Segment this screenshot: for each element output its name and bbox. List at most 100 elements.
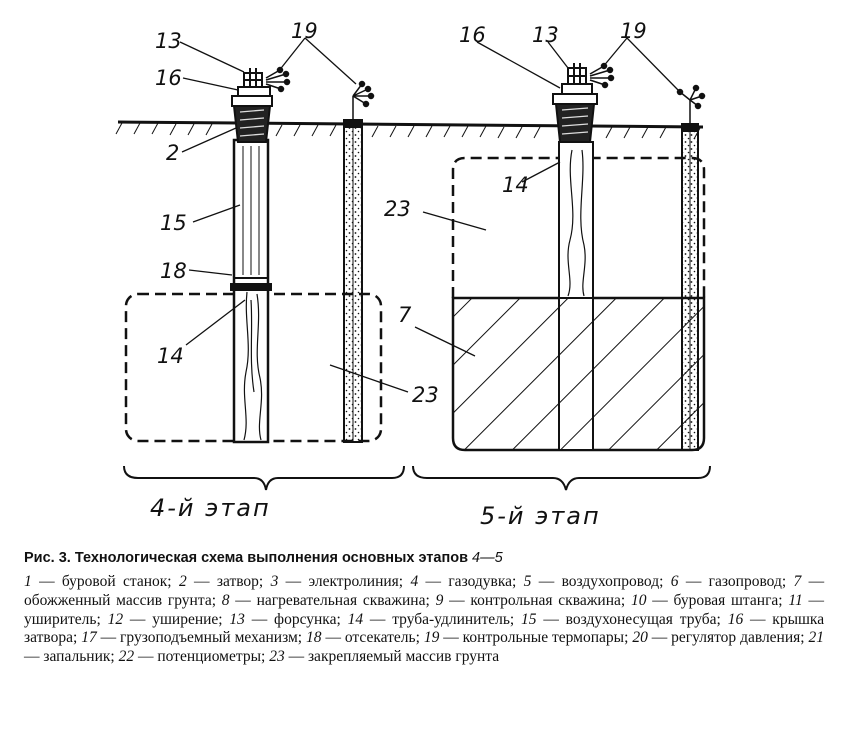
legend-item: 6 — газопровод; xyxy=(670,573,787,590)
stage-4-brace xyxy=(123,465,405,491)
legend-item-text: воздухопровод; xyxy=(561,573,664,590)
legend-item: 20 — регулятор давления; xyxy=(632,629,805,647)
legend-item-text: контрольная скважина; xyxy=(470,591,626,609)
legend-item-number: 10 xyxy=(630,591,647,609)
label-13-nozzle-stage-5: 13 xyxy=(532,23,559,47)
fixed-soil-mass-23 xyxy=(124,292,383,443)
label-15-air-pipe: 15 xyxy=(160,211,187,235)
legend-item-number: 14 xyxy=(347,610,364,628)
control-well xyxy=(343,80,375,443)
legend-item: 18 — отсекатель; xyxy=(306,629,420,647)
legend-item-text: нагревательная скважина; xyxy=(256,591,430,609)
legend-item-text: грузоподъемный механизм; xyxy=(120,629,303,647)
legend-item-number: 9 xyxy=(435,591,444,609)
legend-item: 5 — воздухопровод; xyxy=(523,573,664,590)
stage-5-label: 5-й этап xyxy=(480,502,601,530)
closure-cover xyxy=(237,86,271,97)
legend-item: 21 — запальник; xyxy=(24,629,825,666)
caption-text: Рис. 3. Технологическая схема выполнения… xyxy=(24,550,473,566)
legend-item-number: 1 xyxy=(24,573,32,590)
legend-item: 9 — контрольная скважина; xyxy=(435,591,626,609)
legend-item-number: 13 xyxy=(229,610,245,628)
heating-well-pipe xyxy=(558,141,594,451)
label-14-extension-pipe-stage-5: 14 xyxy=(502,173,529,197)
stage-5-leader-lines xyxy=(414,37,681,357)
stage-4-label: 4-й этап xyxy=(150,494,271,522)
legend-item-text: уширитель; xyxy=(24,610,101,628)
legend-item: 3 — электролиния; xyxy=(270,573,404,590)
legend-item-number: 18 xyxy=(306,629,322,647)
label-23-soil-mass: 23 xyxy=(412,383,439,407)
legend-item-text: буровой станок; xyxy=(61,573,172,590)
stage-4-leader-lines xyxy=(179,37,409,393)
label-16-cover: 16 xyxy=(155,66,182,90)
cutter xyxy=(230,283,272,291)
legend-item: 14 — труба-удлинитель; xyxy=(347,610,515,628)
legend-item: 2 — затвор; xyxy=(178,573,264,590)
legend-item-text: регулятор давления; xyxy=(671,629,805,647)
legend-item-number: 7 xyxy=(793,573,802,590)
legend-item: 11 — уширитель; xyxy=(24,591,825,628)
legend-item: 19 — контрольные термопары; xyxy=(423,629,629,647)
legend-item: 13 — форсунка; xyxy=(229,610,341,628)
legend-item: 10 — буровая штанга; xyxy=(630,591,783,609)
legend-item-text: газодувка; xyxy=(448,573,517,590)
legend-item-text: крышка затвора; xyxy=(24,610,825,647)
legend-item-number: 16 xyxy=(727,610,744,628)
stage-5-scheme: 16 13 19 14 23 7 5-й этап xyxy=(384,19,711,530)
figure-legend: 1 — буровой станок; 2 — затвор; 3 — элек… xyxy=(24,573,824,667)
legend-item: 7 — обожженный массив грунта; xyxy=(24,573,825,609)
legend-item: 8 — нагревательная скважина; xyxy=(221,591,430,609)
control-well-stage-5 xyxy=(676,84,706,451)
legend-item-text: форсунка; xyxy=(274,610,341,628)
legend-item: 15 — воздухонесущая труба; xyxy=(521,610,721,628)
legend-item-number: 4 xyxy=(410,573,419,590)
figure-caption: Рис. 3. Технологическая схема выполнения… xyxy=(24,550,829,566)
legend-item-text: контрольные термопары; xyxy=(462,629,629,647)
legend-item-text: закрепляемый массив грунта xyxy=(307,648,500,666)
label-19-thermocouples-stage-5: 19 xyxy=(620,19,647,43)
legend-item-text: затвор; xyxy=(216,573,264,590)
legend-item-number: 5 xyxy=(523,573,532,590)
legend-item-text: воздухонесущая труба; xyxy=(565,610,721,628)
legend-item: 12 — уширение; xyxy=(107,610,223,628)
legend-item-number: 11 xyxy=(788,591,803,609)
stage-4-scheme: 13 16 19 2 15 18 14 23 4-й этап xyxy=(123,19,439,522)
legend-item-text: запальник; xyxy=(43,648,115,666)
closure-stage-5 xyxy=(552,93,598,143)
closure xyxy=(231,95,273,143)
legend-item-text: отсекатель; xyxy=(344,629,420,647)
legend-item-number: 12 xyxy=(107,610,124,628)
legend-item: 23 — закрепляемый массив грунта xyxy=(269,648,500,666)
legend-item-number: 22 xyxy=(118,648,135,666)
caption-stage-range: 4—5 xyxy=(472,550,503,566)
legend-item-text: потенциометры; xyxy=(157,648,266,666)
legend-item-number: 3 xyxy=(270,573,279,590)
thermocouple-at-well-stage-5 xyxy=(589,62,615,89)
legend-item: 1 — буровой станок; xyxy=(24,573,172,590)
legend-item-number: 2 xyxy=(178,573,187,590)
legend-item: 4 — газодувка; xyxy=(410,573,517,590)
legend-item-number: 15 xyxy=(521,610,537,628)
legend-item: 16 — крышка затвора; xyxy=(24,610,825,647)
legend-item-text: газопровод; xyxy=(708,573,787,590)
label-2-closure: 2 xyxy=(166,141,179,165)
legend-item-number: 23 xyxy=(269,648,285,666)
legend-item: 22 — потенциометры; xyxy=(118,648,266,666)
label-23-soil-mass-stage-5: 23 xyxy=(384,197,411,221)
legend-item-number: 20 xyxy=(632,629,648,647)
label-18-cutter: 18 xyxy=(160,259,187,283)
extension-pipe-flame xyxy=(243,291,263,441)
label-16-cover-stage-5: 16 xyxy=(459,23,486,47)
label-7-burned-mass: 7 xyxy=(398,303,412,327)
nozzle xyxy=(243,68,263,88)
technological-scheme-diagram: 13 16 19 2 15 18 14 23 4-й этап xyxy=(115,19,711,530)
legend-item-number: 17 xyxy=(81,629,97,647)
label-13-nozzle: 13 xyxy=(155,29,182,53)
legend-item-text: буровая штанга; xyxy=(673,591,783,609)
label-14-extension-pipe: 14 xyxy=(157,344,184,368)
legend-item-text: труба-удлинитель; xyxy=(392,610,515,628)
legend-item-text: уширение; xyxy=(152,610,223,628)
legend-item-number: 6 xyxy=(670,573,679,590)
ground-surface xyxy=(115,120,704,140)
